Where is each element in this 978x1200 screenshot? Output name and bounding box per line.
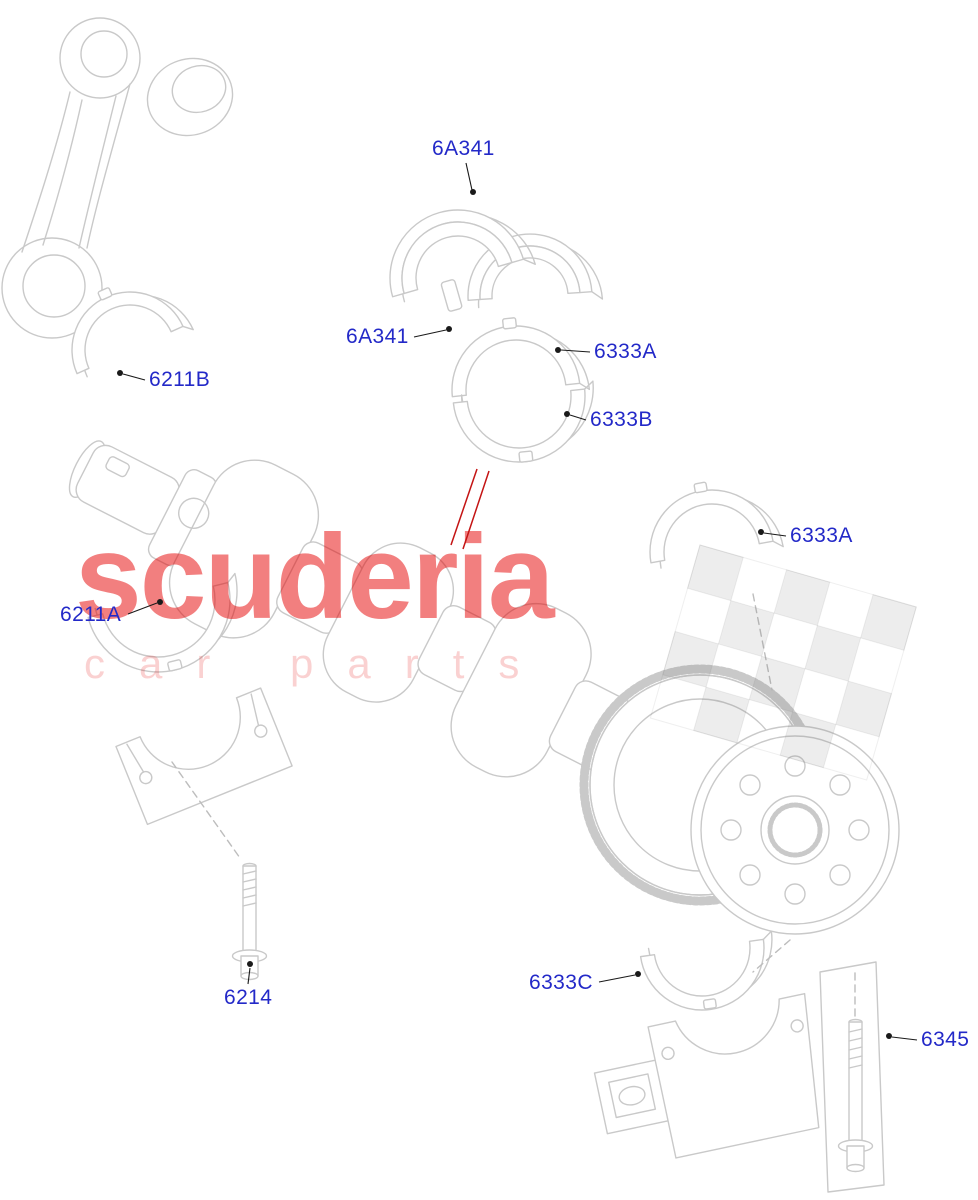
bolt-6345 — [819, 961, 885, 1193]
bearing-shell-6333c — [639, 930, 773, 1011]
crank-flange-hub — [690, 725, 900, 935]
part-label-6333a-upper[interactable]: 6333A — [594, 340, 657, 363]
bearing-shell-6333b — [452, 380, 594, 463]
main-bearing-cap — [593, 992, 820, 1159]
red-pointer-lines — [450, 468, 490, 550]
bearing-shell-6333a-right — [649, 481, 784, 569]
part-label-6211a[interactable]: 6211A — [60, 603, 122, 626]
part-label-6211b[interactable]: 6211B — [149, 368, 211, 391]
watermark-subtitle-text: car parts — [84, 640, 553, 687]
rod-bearing-cap — [115, 687, 293, 826]
part-label-6214[interactable]: 6214 — [224, 986, 273, 1009]
part-label-6333a-right[interactable]: 6333A — [790, 524, 853, 547]
piston-pin-bushing-drawing — [146, 57, 234, 137]
checkered-flag-watermark — [649, 544, 917, 781]
watermark-brand-text: scuderia — [75, 510, 556, 644]
leader-lines — [117, 162, 918, 1041]
part-label-6333c[interactable]: 6333C — [529, 971, 593, 994]
thrust-washer-6a341-front — [389, 209, 536, 312]
assembly-guide-lines — [171, 593, 856, 1017]
bearing-shell-6211a — [87, 572, 238, 673]
part-label-6345[interactable]: 6345 — [921, 1028, 970, 1051]
part-label-6a341-top[interactable]: 6A341 — [432, 137, 495, 160]
connecting-rod-drawing — [1, 17, 141, 339]
bearing-shell-6333a-upper — [451, 317, 591, 404]
part-label-6333b[interactable]: 6333B — [590, 408, 653, 431]
bearing-shell-6211b — [71, 287, 194, 378]
part-label-6a341-mid[interactable]: 6A341 — [346, 325, 409, 348]
